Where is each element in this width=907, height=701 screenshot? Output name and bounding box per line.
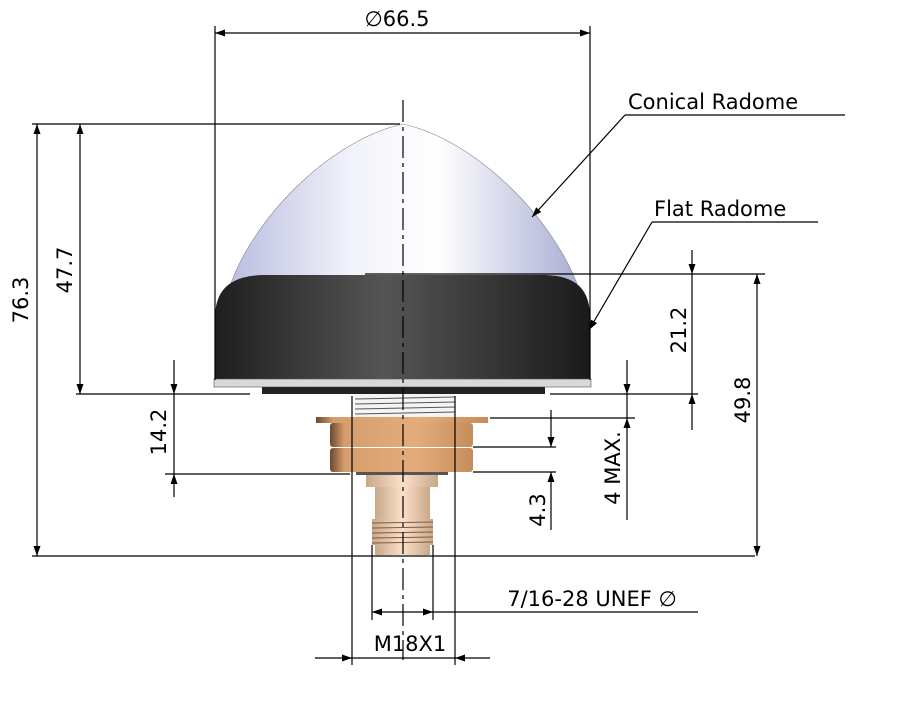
- callout-flat-radome-label: Flat Radome: [654, 197, 786, 221]
- dim-flat-total-height: 49.8: [731, 274, 761, 556]
- dim-mount-length-label: 14.2: [147, 409, 171, 456]
- dim-mount-length: 14.2: [147, 360, 350, 497]
- dim-diameter: ∅66.5: [214, 7, 591, 380]
- dim-nut-height-label: 4.3: [526, 493, 550, 526]
- nut-upper: [330, 423, 473, 447]
- callout-flat-radome: Flat Radome: [588, 197, 818, 331]
- nut-shadow: [356, 472, 448, 475]
- nut-lower: [330, 448, 473, 472]
- connector-collar: [366, 475, 438, 487]
- dim-nut-height: 4.3: [473, 410, 556, 530]
- dim-diameter-label: ∅66.5: [364, 7, 429, 31]
- dim-connector-thread-label: 7/16-28 UNEF ∅: [507, 587, 677, 611]
- dim-overall-height-label: 76.3: [9, 277, 33, 324]
- dim-conical-height-label: 47.7: [53, 247, 77, 294]
- dim-panel-thickness: 4 MAX.: [490, 360, 635, 520]
- washer: [316, 417, 488, 423]
- mount-thread: [354, 394, 456, 418]
- dim-connector-thread: 7/16-28 UNEF ∅: [371, 545, 698, 620]
- dim-flat-total-height-label: 49.8: [731, 377, 755, 424]
- dim-overall-height: 76.3: [9, 123, 755, 557]
- dim-flat-height-label: 21.2: [667, 307, 691, 354]
- callout-conical-radome-label: Conical Radome: [628, 90, 798, 114]
- conical-radome: [227, 123, 581, 293]
- dim-mount-thread: M18X1: [315, 396, 490, 665]
- dim-conical-height: 47.7: [53, 124, 250, 395]
- dim-flat-height: 21.2: [365, 250, 765, 430]
- callout-conical-radome: Conical Radome: [531, 90, 845, 218]
- dim-mount-thread-label: M18X1: [374, 632, 447, 656]
- dim-panel-thickness-label: 4 MAX.: [601, 431, 625, 505]
